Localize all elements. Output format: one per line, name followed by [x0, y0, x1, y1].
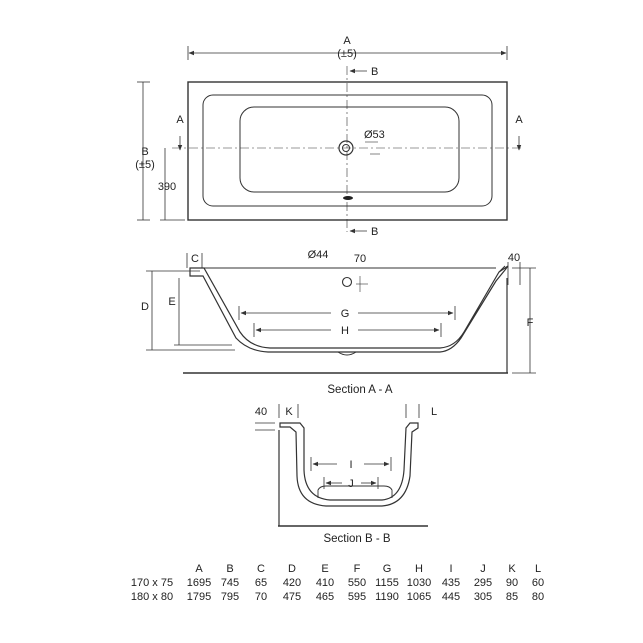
table-cell: 80	[532, 591, 544, 603]
bath-floor	[239, 106, 460, 193]
bath-outer-rim	[187, 81, 508, 221]
table-cell: 1695	[187, 577, 211, 589]
overflow-outlet	[341, 276, 353, 288]
table-cell: 465	[316, 591, 334, 603]
table-header: H	[415, 563, 423, 575]
aa-label-d: D	[141, 301, 149, 313]
aa-label-h: H	[341, 325, 349, 337]
table-cell: 90	[506, 577, 518, 589]
table-cell: 1030	[407, 577, 431, 589]
section-mark-a-right: A	[515, 114, 523, 126]
aa-label-c: C	[191, 253, 199, 265]
table-cell: 1190	[375, 591, 399, 603]
table-cell: 65	[255, 577, 267, 589]
plan-label-a-tolerance: (±5)	[337, 48, 356, 60]
table-header: E	[321, 563, 328, 575]
bb-label-40: 40	[255, 406, 267, 418]
table-header: J	[480, 563, 486, 575]
table-cell: 745	[221, 577, 239, 589]
table-cell: 435	[442, 577, 460, 589]
plan-label-b-tolerance: (±5)	[135, 159, 154, 171]
table-cell: 475	[283, 591, 301, 603]
table-cell: 305	[474, 591, 492, 603]
bb-label-j: J	[348, 478, 354, 490]
aa-label-overflow-diameter: Ø44	[308, 249, 329, 261]
table-header: A	[195, 563, 203, 575]
aa-label-g: G	[341, 308, 350, 320]
bb-label-k: K	[285, 406, 293, 418]
section-aa-title: Section A - A	[327, 384, 393, 396]
table-header: K	[508, 563, 516, 575]
table-cell: 1795	[187, 591, 211, 603]
table-header: D	[288, 563, 296, 575]
plan-label-a: A	[343, 35, 351, 47]
table-cell: 295	[474, 577, 492, 589]
table-cell: 410	[316, 577, 334, 589]
plan-view	[137, 46, 522, 234]
waste-outlet	[338, 140, 354, 156]
section-bb-view	[255, 404, 428, 527]
table-header: L	[535, 563, 541, 575]
table-header: G	[383, 563, 392, 575]
table-cell: 1065	[407, 591, 431, 603]
table-cell: 795	[221, 591, 239, 603]
aa-label-e: E	[168, 296, 175, 308]
plan-label-b: B	[141, 146, 148, 158]
section-mark-b-bottom: B	[371, 226, 378, 238]
aa-label-40: 40	[508, 252, 520, 264]
table-cell: 445	[442, 591, 460, 603]
section-aa-profile	[189, 265, 509, 353]
table-cell: 550	[348, 577, 366, 589]
table-header: C	[257, 563, 265, 575]
plan-label-waste-diameter: Ø53	[364, 129, 385, 141]
dimension-table: A B C D E F G H I J K L 170 x 75 1695 74…	[131, 563, 544, 603]
table-row-label: 170 x 75	[131, 577, 173, 589]
section-mark-a-left: A	[176, 114, 184, 126]
bb-label-l: L	[431, 406, 437, 418]
table-cell: 85	[506, 591, 518, 603]
table-cell: 420	[283, 577, 301, 589]
table-header: F	[354, 563, 361, 575]
aa-label-f: F	[527, 317, 534, 329]
table-header: B	[226, 563, 233, 575]
plan-label-390: 390	[158, 181, 176, 193]
table-header: I	[449, 563, 452, 575]
section-aa-view	[146, 253, 536, 374]
table-cell: 1155	[375, 577, 399, 589]
table-cell: 595	[348, 591, 366, 603]
bb-label-i: I	[349, 459, 352, 471]
table-cell: 60	[532, 577, 544, 589]
bath-inner-bowl	[202, 94, 493, 207]
section-bb-profile	[279, 422, 419, 507]
table-cell: 70	[255, 591, 267, 603]
section-mark-b-top: B	[371, 66, 378, 78]
aa-label-70: 70	[354, 253, 366, 265]
table-row-label: 180 x 80	[131, 591, 173, 603]
section-bb-title: Section B - B	[323, 533, 390, 545]
